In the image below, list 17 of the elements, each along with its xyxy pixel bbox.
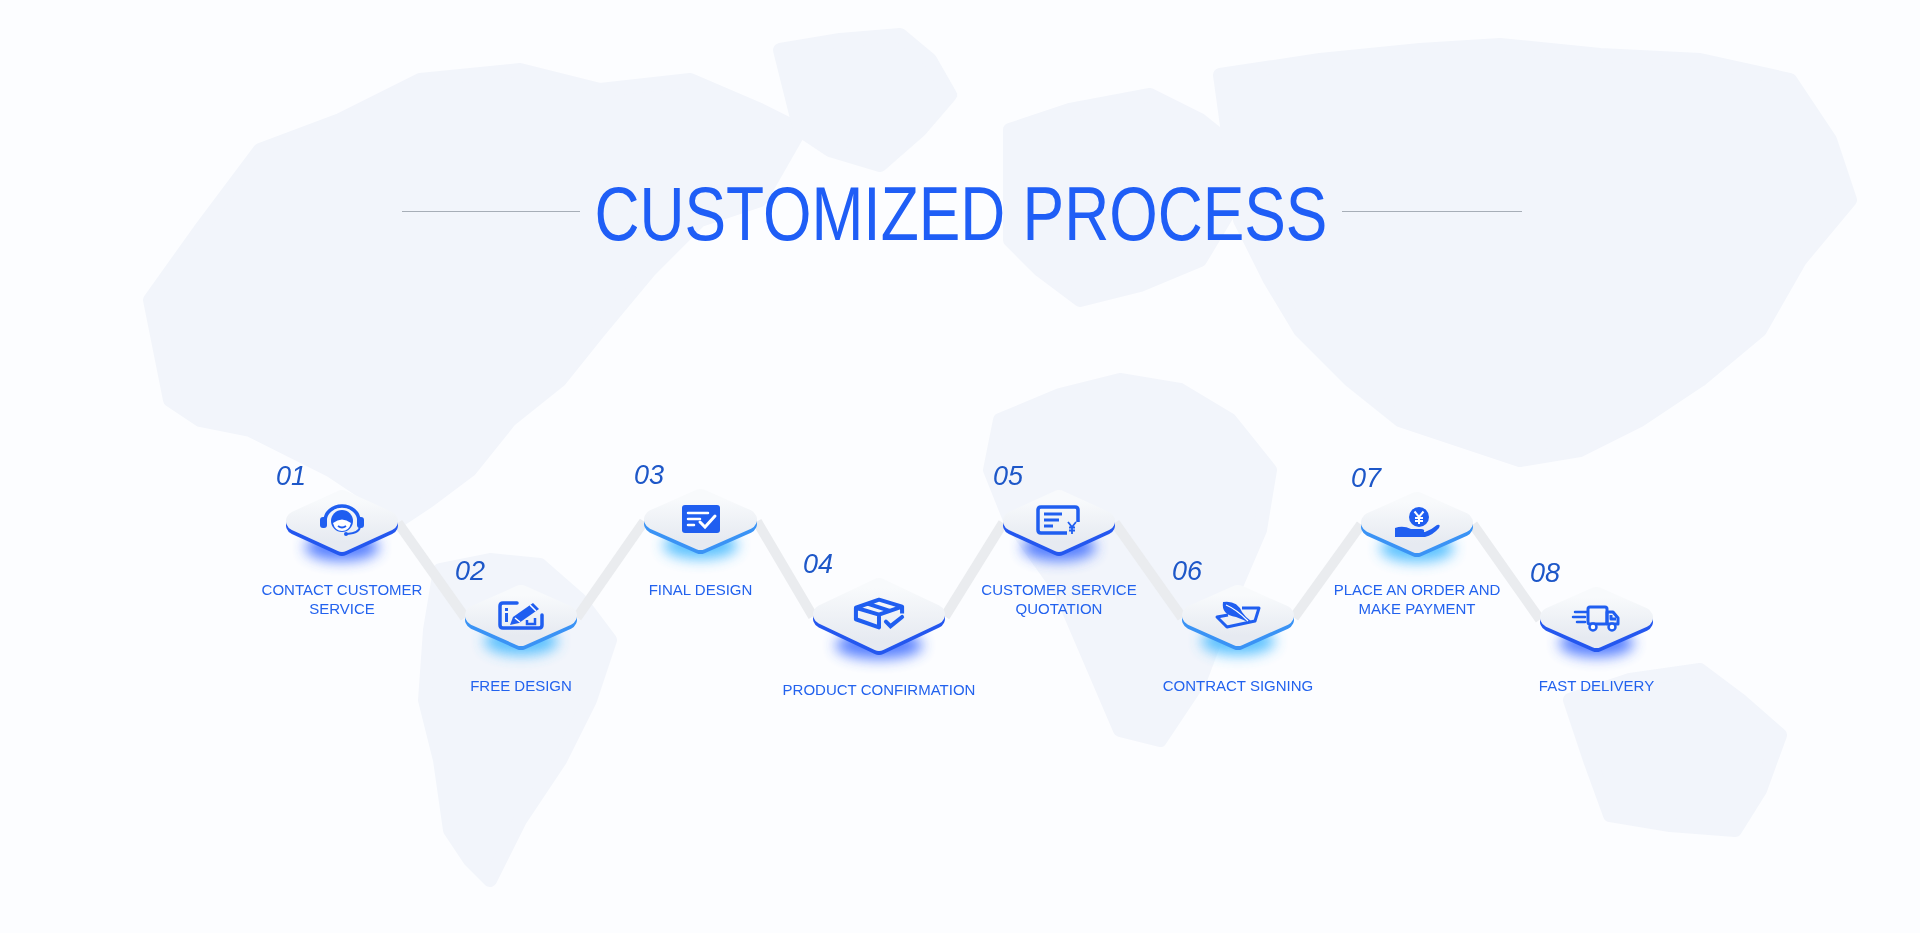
step-label: CONTACT CUSTOMER SERVICE — [260, 580, 424, 618]
step-number: 08 — [1530, 559, 1561, 587]
step-number: 02 — [455, 557, 486, 585]
step-label: FAST DELIVERY — [1537, 676, 1656, 695]
step-number: 07 — [1351, 464, 1382, 492]
step-number: 03 — [634, 461, 665, 489]
step-label: CUSTOMER SERVICE QUOTATION — [980, 580, 1138, 618]
step-label: PRODUCT CONFIRMATION — [781, 680, 977, 699]
step-label: FREE DESIGN — [469, 676, 573, 695]
page-title: CUSTOMIZED PROCESS — [594, 176, 1328, 252]
step-number: 04 — [803, 550, 834, 578]
step-number: 01 — [276, 462, 307, 490]
step-number: 05 — [993, 462, 1024, 490]
step-label: PLACE AN ORDER AND MAKE PAYMENT — [1332, 580, 1502, 618]
step-label: FINAL DESIGN — [647, 580, 754, 599]
step-number: 06 — [1172, 557, 1203, 585]
step-label: CONTRACT SIGNING — [1161, 676, 1315, 695]
